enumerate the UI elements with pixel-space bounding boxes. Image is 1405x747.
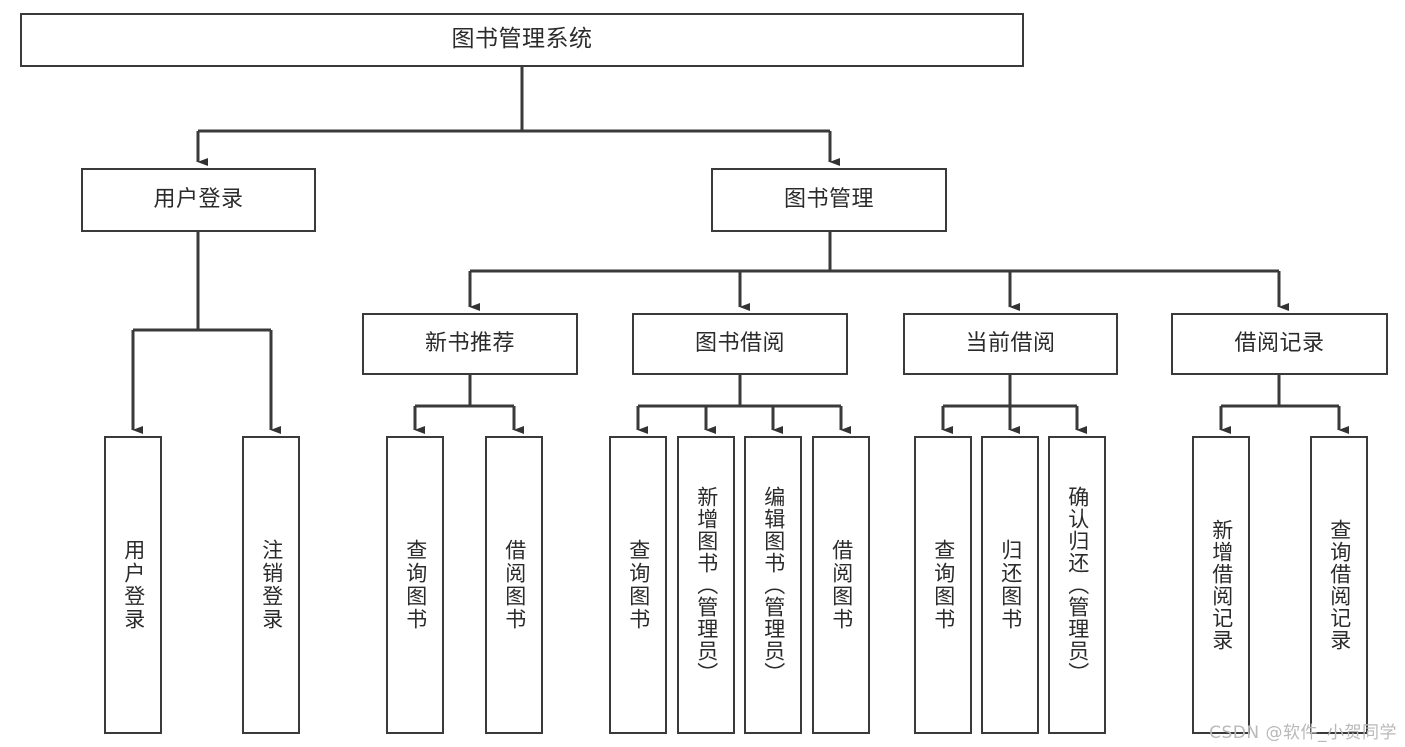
node-current-borrow[interactable]: 当前借阅	[903, 313, 1118, 375]
leaf-logout[interactable]: 注销登录	[242, 436, 300, 734]
node-label: 图书借阅	[694, 331, 785, 357]
leaf-edit-book-admin[interactable]: 编辑图书（管理员）	[744, 436, 802, 734]
node-label: 用户登录	[121, 539, 146, 631]
node-label: 借阅图书	[502, 539, 527, 631]
node-label: 图书管理	[783, 187, 874, 213]
node-label: 用户登录	[153, 187, 244, 213]
node-label: 新增借阅记录	[1209, 519, 1234, 651]
node-user-login[interactable]: 用户登录	[81, 168, 316, 232]
leaf-borrow-book[interactable]: 借阅图书	[812, 436, 870, 734]
leaf-query-book-recommend[interactable]: 查询图书	[386, 436, 444, 734]
node-label: 注销登录	[259, 539, 284, 631]
node-label: 归还图书	[998, 539, 1023, 631]
leaf-add-book-admin[interactable]: 新增图书（管理员）	[677, 436, 735, 734]
node-new-book-recommend[interactable]: 新书推荐	[362, 313, 578, 375]
node-label: 新书推荐	[424, 331, 515, 357]
node-label: 查询图书	[403, 539, 428, 631]
node-label: 新增图书（管理员）	[694, 486, 719, 684]
leaf-query-book-current[interactable]: 查询图书	[914, 436, 972, 734]
node-borrow-record[interactable]: 借阅记录	[1171, 313, 1388, 375]
node-book-borrow[interactable]: 图书借阅	[632, 313, 848, 375]
node-label: 编辑图书（管理员）	[761, 486, 786, 684]
node-label: 确认归还（管理员）	[1065, 486, 1090, 684]
node-label: 借阅图书	[829, 539, 854, 631]
leaf-borrow-book-recommend[interactable]: 借阅图书	[485, 436, 543, 734]
node-label: 查询图书	[626, 539, 651, 631]
node-label: 查询借阅记录	[1327, 519, 1352, 651]
leaf-user-login[interactable]: 用户登录	[104, 436, 162, 734]
node-label: 图书管理系统	[451, 26, 593, 53]
leaf-return-book[interactable]: 归还图书	[981, 436, 1039, 734]
node-book-management[interactable]: 图书管理	[711, 168, 947, 232]
node-label: 查询图书	[931, 539, 956, 631]
leaf-add-borrow-record[interactable]: 新增借阅记录	[1192, 436, 1250, 734]
leaf-query-book-borrow[interactable]: 查询图书	[609, 436, 667, 734]
node-label: 借阅记录	[1234, 331, 1325, 357]
leaf-query-borrow-record[interactable]: 查询借阅记录	[1310, 436, 1368, 734]
node-label: 当前借阅	[965, 331, 1056, 357]
csdn-watermark: CSDN @软件_小贺同学	[1209, 723, 1397, 743]
leaf-confirm-return-admin[interactable]: 确认归还（管理员）	[1048, 436, 1106, 734]
node-root-system[interactable]: 图书管理系统	[20, 13, 1024, 67]
